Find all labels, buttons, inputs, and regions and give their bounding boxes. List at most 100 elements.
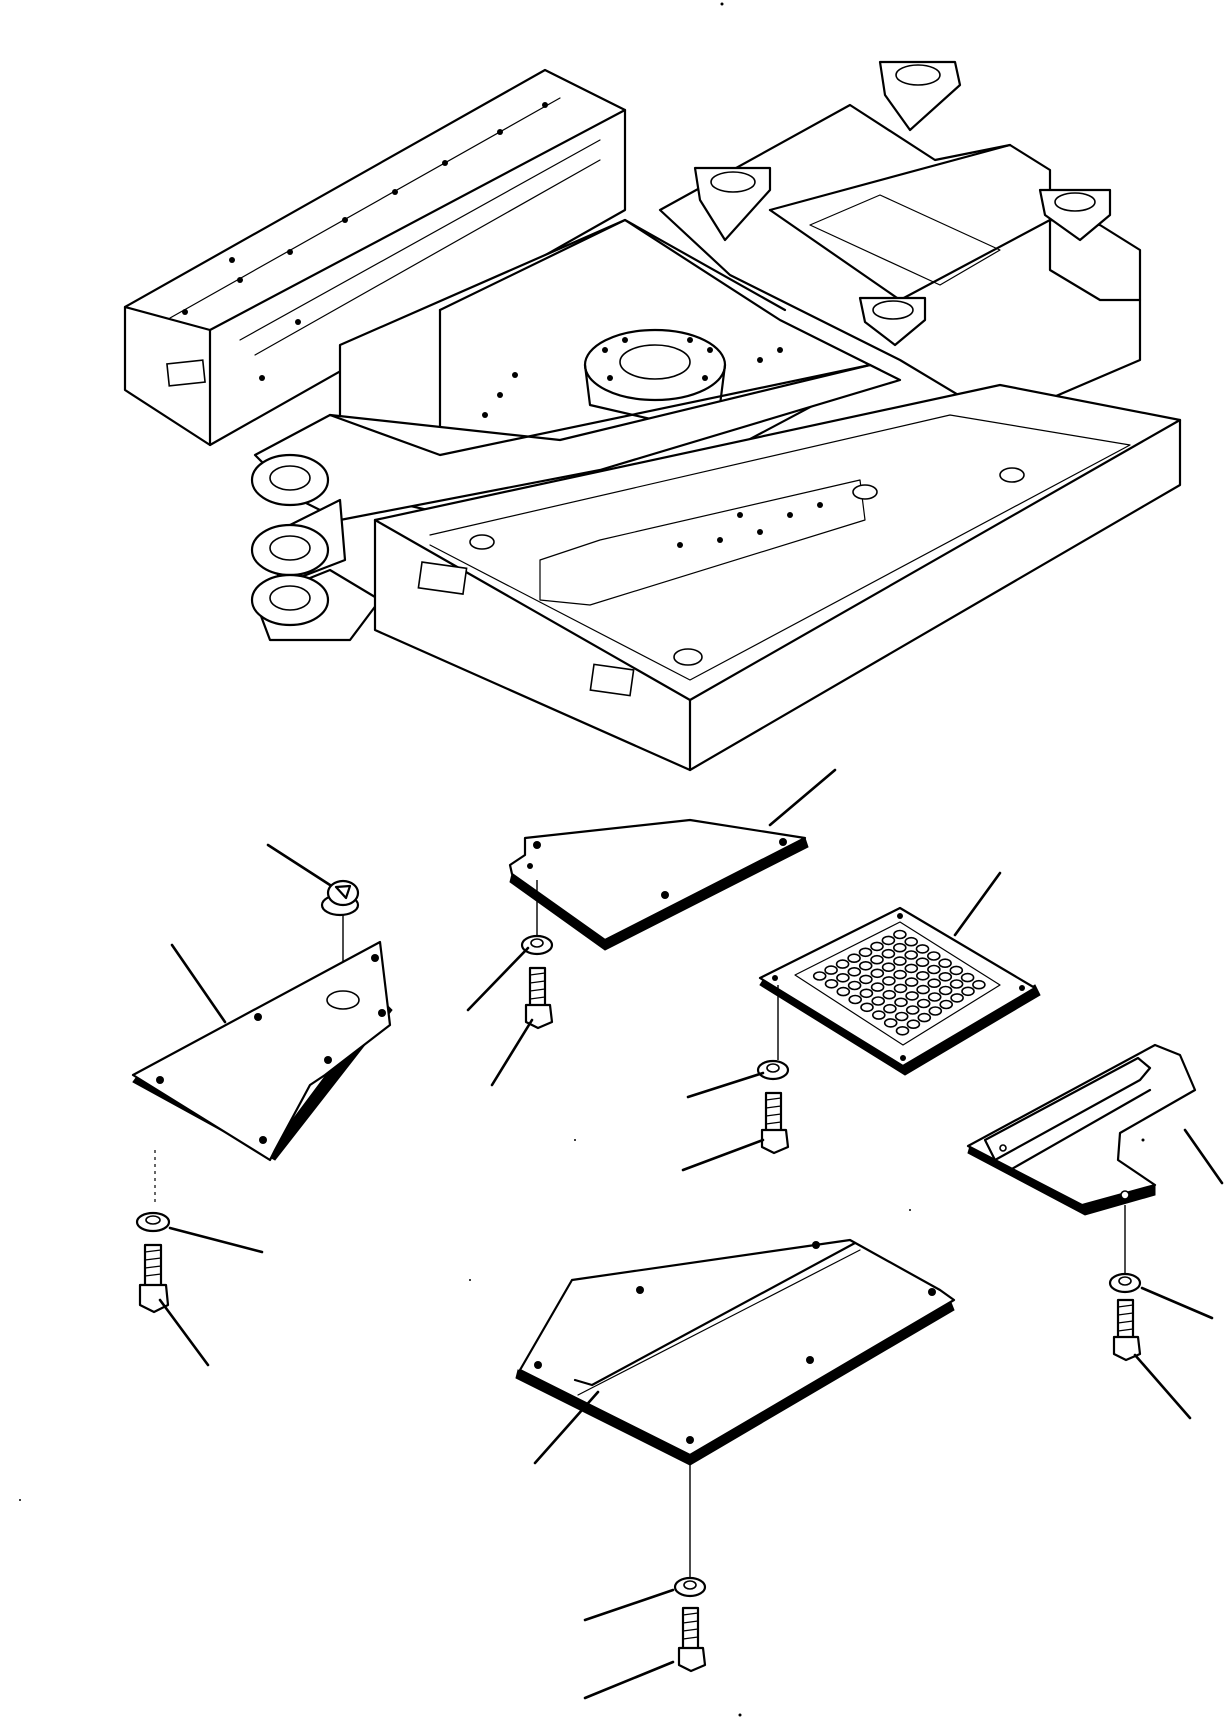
leader-cover-left [170,943,227,1024]
leader-bolt-bottom [583,1660,675,1700]
mesh-hole [915,957,930,968]
washer [520,934,554,956]
leader-bolt-mesh [681,1138,765,1172]
mesh-hole [824,978,839,989]
mesh-hole [847,966,862,977]
mesh-hole [859,988,874,999]
leader-grommet [266,843,332,887]
mesh-hole [883,1003,897,1014]
bolt [138,1243,170,1314]
leader-washer-mesh [686,1071,765,1099]
mesh-hole [836,972,850,983]
washer [673,1576,707,1598]
mesh-hole [972,979,986,990]
mesh-hole [905,1005,920,1015]
washer [756,1059,790,1081]
mesh-hole [960,972,975,983]
mesh-hole [926,951,941,961]
leader-washer-top [466,946,530,1012]
mesh-hole [939,999,954,1010]
leader-cover-top [768,768,837,827]
mesh-hole [848,994,863,1005]
mesh-hole [938,958,952,969]
mesh-hole [904,936,919,947]
mesh-hole [870,954,884,965]
mesh-hole [892,942,907,953]
bolt [1112,1298,1142,1362]
mesh-hole [906,1019,921,1029]
mesh-hole [915,970,930,981]
mesh-hole [917,1012,932,1023]
bolt [677,1606,707,1673]
mesh-hole [915,944,930,954]
cover-plate-top [508,818,809,951]
mesh-hole [893,929,907,940]
mesh-hole [812,971,827,981]
under-cover-plate [515,1238,956,1580]
mesh-hole [895,1026,910,1036]
mesh-hole [870,982,885,992]
mesh-hole [847,980,862,991]
mesh-hole [927,992,942,1002]
mesh-hole [927,978,942,989]
washer [1108,1272,1142,1294]
mesh-hole [949,965,964,976]
cover-plate-left [131,940,393,1205]
mesh-hole [858,960,873,971]
mesh-hole [858,947,873,958]
revolving-frame [123,60,1182,772]
mesh-hole [893,983,908,994]
mesh-hole [905,991,919,1001]
leader-cover-right [1183,1128,1224,1185]
mesh-hole [847,953,861,964]
mesh-hole [904,950,919,960]
mesh-cover [758,906,1041,1076]
mesh-hole [904,977,919,987]
washer [135,1211,171,1233]
mesh-hole [871,996,886,1006]
mesh-hole [870,968,885,979]
mesh-hole [881,948,896,959]
mesh-hole [938,971,953,982]
mesh-hole [882,989,897,1000]
leader-bolt-right [1133,1353,1192,1420]
bolt [760,1091,790,1155]
leader-lines [158,768,1224,1700]
mesh-hole [893,956,907,966]
mesh-hole [870,941,884,952]
mesh-hole [824,965,838,975]
cover-plate-right [966,1043,1197,1275]
mesh-hole [928,1006,943,1016]
mesh-hole [950,993,964,1003]
mesh-hole [961,986,975,997]
mesh-hole [835,959,850,969]
mesh-hole [881,962,896,973]
leader-mesh [953,871,1002,937]
mesh-grid [812,929,986,1036]
mesh-hole [893,969,907,980]
mesh-hole [836,986,851,997]
leader-washer-right [1140,1286,1214,1320]
mesh-hole [904,963,919,974]
mesh-hole [927,964,941,975]
mesh-hole [894,1011,909,1022]
mesh-hole [949,979,964,989]
mesh-hole [916,984,930,995]
mesh-hole [883,1018,898,1028]
mesh-hole [894,997,908,1008]
leader-under-cover [533,1390,600,1465]
mesh-hole [916,998,931,1009]
leader-bolt-top [490,1018,534,1087]
mesh-hole [882,976,896,986]
scan-specks [19,2,1145,1717]
bolt [524,966,554,1030]
leader-bolt-left [158,1298,210,1367]
mesh-hole [938,985,953,996]
mesh-hole [859,974,873,985]
leader-washer-bottom [583,1588,675,1622]
leader-washer-left [168,1226,264,1254]
mesh-hole [881,935,896,946]
mesh-hole [871,1010,886,1020]
mesh-hole [860,1002,874,1013]
